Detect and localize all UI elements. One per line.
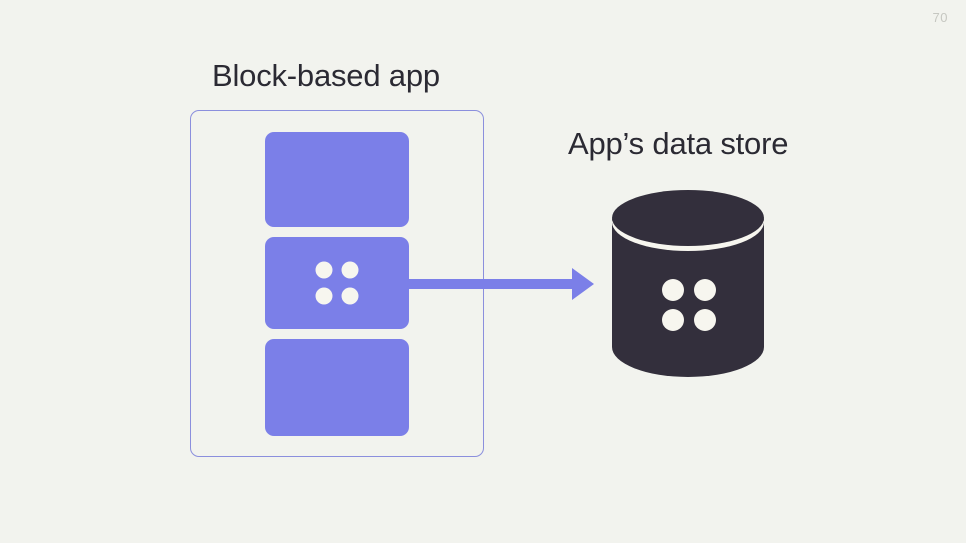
cyl-dot-bottom-left (662, 309, 684, 331)
dot-bottom-right (341, 287, 359, 305)
app-block-2-data-block (265, 237, 409, 329)
dot-top-left (315, 261, 333, 279)
cyl-dot-top-left (662, 279, 684, 301)
data-store-title: App’s data store (568, 126, 789, 161)
database-cylinder-icon (612, 190, 764, 377)
page-number: 70 (932, 10, 948, 25)
dot-top-right (341, 261, 359, 279)
app-block-3 (265, 339, 409, 436)
app-block-1 (265, 132, 409, 227)
four-dots-icon (315, 261, 359, 305)
cyl-dot-top-right (694, 279, 716, 301)
cyl-dot-bottom-right (694, 309, 716, 331)
arrow-right-icon (402, 268, 594, 300)
block-based-app-title: Block-based app (212, 58, 440, 93)
dot-bottom-left (315, 287, 333, 305)
